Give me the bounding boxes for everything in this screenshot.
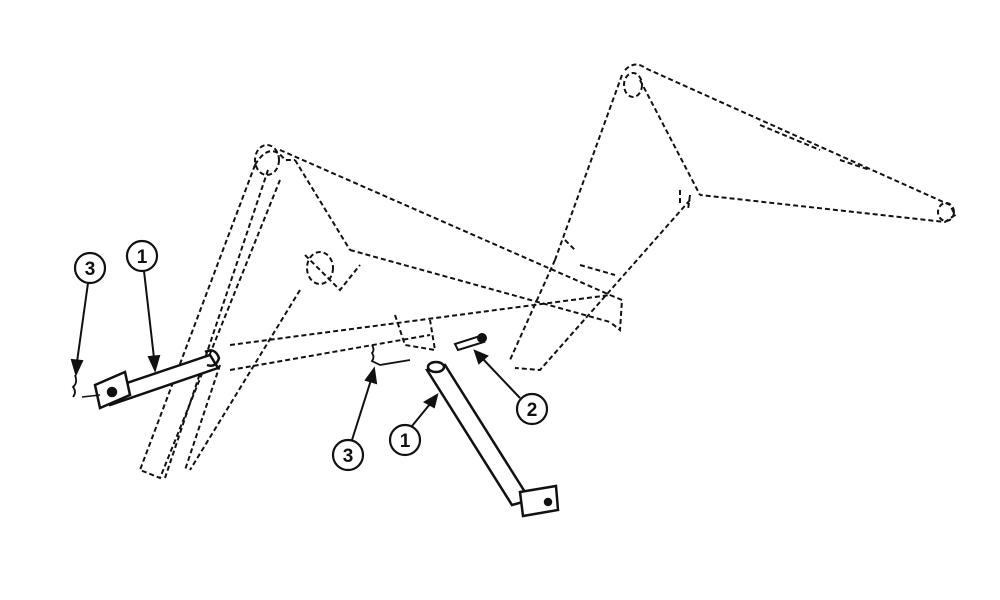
part-3-left-cotter-pin [71,374,78,398]
callout-3-left: 3 [73,251,107,285]
svg-text:2: 2 [527,400,538,421]
part-1-left-support-leg [81,349,221,410]
frame-phantom-outline [138,63,957,480]
svg-text:1: 1 [137,247,148,268]
part-1-center-support-leg [425,360,560,518]
callout-arrows [70,270,521,441]
part-3-center-cotter-pin [370,344,411,366]
svg-text:3: 3 [343,446,354,467]
callout-3-center: 3 [331,438,365,472]
svg-text:3: 3 [85,259,96,280]
callout-1-left: 1 [125,239,159,273]
callout-1-center: 1 [388,423,422,457]
callout-2: 2 [515,392,549,426]
part-2-pin [453,333,487,352]
svg-text:1: 1 [400,431,411,452]
